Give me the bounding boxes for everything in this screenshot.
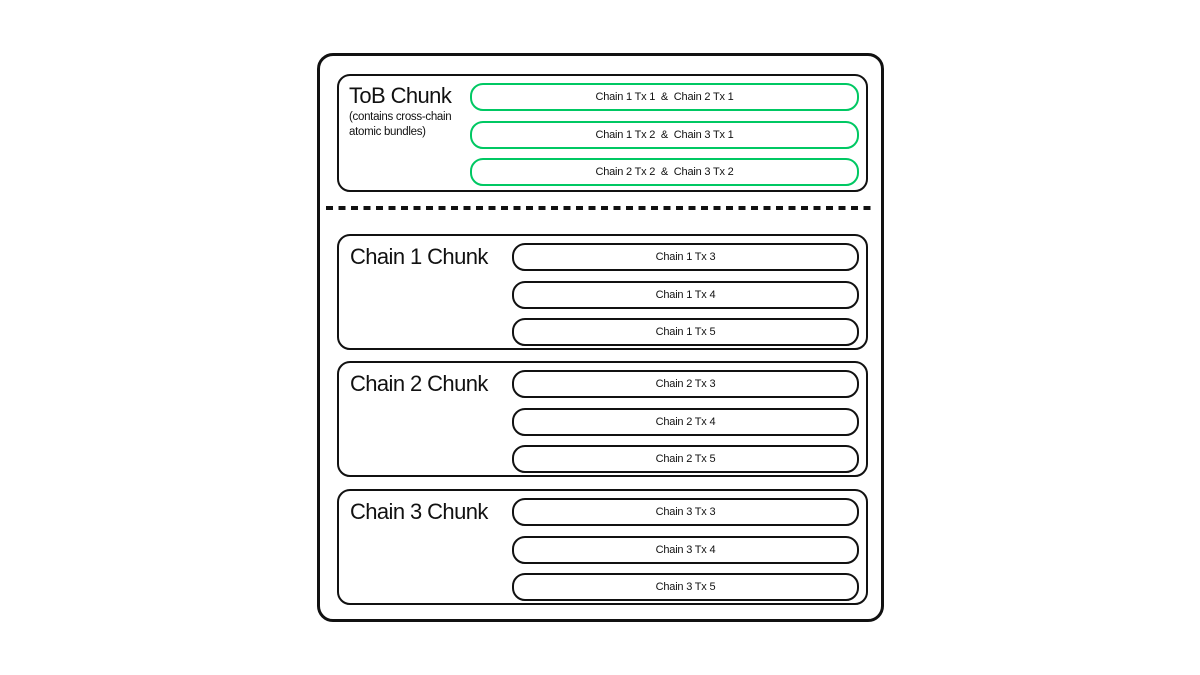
tx-pill: Chain 1 Tx 4 <box>512 280 859 309</box>
dashed-divider <box>326 206 875 210</box>
atomic-bundle-pill: Chain 2 Tx 2 & Chain 3 Tx 2 <box>470 158 859 186</box>
chain-2-chunk-title: Chain 2 Chunk <box>350 371 488 396</box>
chain-2-chunk-section: Chain 2 Chunk Chain 2 Tx 3 Chain 2 Tx 4 … <box>337 361 868 477</box>
tob-chunk-subtitle: (contains cross-chain atomic bundles) <box>349 111 452 138</box>
atomic-bundle-pill: Chain 1 Tx 2 & Chain 3 Tx 1 <box>470 120 859 149</box>
tob-chunk-section: ToB Chunk (contains cross-chain atomic b… <box>337 74 868 192</box>
tx-pill: Chain 3 Tx 5 <box>512 573 859 601</box>
chain-3-chunk-title: Chain 3 Chunk <box>350 499 488 524</box>
tx-pill: Chain 2 Tx 5 <box>512 445 859 473</box>
tx-pill: Chain 3 Tx 3 <box>512 498 859 526</box>
chain-3-chunk-section: Chain 3 Chunk Chain 3 Tx 3 Chain 3 Tx 4 … <box>337 489 868 605</box>
tob-chunk-title: ToB Chunk <box>349 83 452 108</box>
tx-pill: Chain 2 Tx 4 <box>512 407 859 436</box>
tx-pill: Chain 2 Tx 3 <box>512 370 859 398</box>
atomic-bundle-pill: Chain 1 Tx 1 & Chain 2 Tx 1 <box>470 83 859 111</box>
tx-pill: Chain 1 Tx 5 <box>512 318 859 346</box>
tx-pill: Chain 3 Tx 4 <box>512 535 859 564</box>
tx-pill: Chain 1 Tx 3 <box>512 243 859 271</box>
block-outer-container: ToB Chunk (contains cross-chain atomic b… <box>317 53 884 622</box>
chain-1-chunk-title: Chain 1 Chunk <box>350 244 488 269</box>
chain-1-chunk-section: Chain 1 Chunk Chain 1 Tx 3 Chain 1 Tx 4 … <box>337 234 868 350</box>
